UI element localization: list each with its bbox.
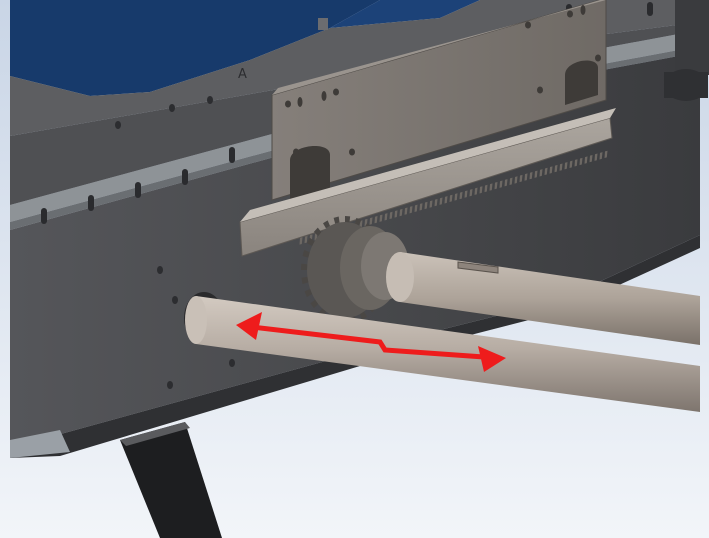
bracket-cutout-left bbox=[290, 145, 330, 200]
rack-tooth bbox=[594, 153, 598, 161]
rack-tooth bbox=[499, 180, 503, 188]
rack-tooth bbox=[489, 183, 493, 191]
rack-tooth bbox=[449, 194, 453, 203]
rack-tooth bbox=[384, 213, 388, 221]
motion-arrow bbox=[236, 312, 506, 372]
pinion-tooth bbox=[323, 220, 330, 229]
rack-tooth bbox=[299, 237, 303, 245]
bracket-cutout-right bbox=[565, 60, 598, 105]
rack-tooth bbox=[409, 206, 413, 214]
front-shaft-end bbox=[185, 296, 207, 344]
rack-tooth bbox=[484, 184, 488, 193]
rack-tooth bbox=[429, 200, 433, 208]
pinion-tooth bbox=[354, 217, 362, 226]
rack-tooth bbox=[584, 156, 588, 164]
rail-strip-shadow bbox=[10, 46, 700, 230]
rack-tooth bbox=[434, 198, 438, 207]
rack-tooth bbox=[604, 150, 608, 159]
rack-tooth bbox=[394, 210, 398, 218]
rack-tooth bbox=[444, 196, 448, 204]
rack-tooth bbox=[524, 173, 528, 181]
rack-tooth bbox=[414, 204, 418, 212]
frame-foot-flange bbox=[10, 430, 70, 458]
rack-tooth bbox=[549, 166, 553, 174]
top-small-block bbox=[318, 18, 328, 30]
frame-lower-edge bbox=[10, 235, 700, 458]
rack-tooth bbox=[544, 167, 548, 176]
gear-rack bbox=[239, 117, 613, 257]
motion-arrow-head-right bbox=[478, 346, 506, 372]
rack-tooth bbox=[554, 164, 558, 173]
cylinder-collar bbox=[664, 72, 708, 98]
shaft-key bbox=[457, 261, 499, 274]
rack-tooth bbox=[579, 157, 583, 166]
rack-tooth bbox=[399, 208, 403, 217]
rack-tooth bbox=[574, 159, 578, 167]
rack-tooth bbox=[304, 235, 308, 244]
rack-tooth bbox=[374, 216, 378, 224]
blue-panel-edge bbox=[330, 0, 480, 28]
rack-tooth bbox=[389, 211, 393, 220]
rack-tooth bbox=[564, 162, 568, 170]
rear-shaft bbox=[400, 252, 700, 345]
frame-holes bbox=[115, 96, 235, 389]
rear-shaft-end bbox=[386, 252, 414, 302]
pinion-tooth bbox=[306, 237, 315, 246]
support-leg bbox=[120, 422, 222, 538]
rack-tooth bbox=[419, 203, 423, 211]
blue-panel bbox=[10, 0, 380, 96]
pinion-tooth bbox=[301, 263, 308, 270]
frame-upper-band bbox=[10, 22, 700, 205]
rack-tooth bbox=[519, 174, 523, 183]
rack-tooth bbox=[589, 154, 593, 163]
rack-tooth bbox=[404, 207, 408, 215]
bracket-plate bbox=[271, 0, 607, 201]
pinion-tooth bbox=[313, 227, 322, 237]
pinion-tooth bbox=[360, 311, 367, 320]
rack-tooth bbox=[539, 169, 543, 177]
pinion-tooth bbox=[310, 299, 319, 309]
motion-arrow-shaft bbox=[251, 324, 499, 361]
pinion-tooth bbox=[304, 288, 313, 297]
rack-tooth bbox=[369, 217, 373, 225]
rack-tooth bbox=[474, 187, 478, 195]
rack-tooth bbox=[464, 190, 468, 198]
support-leg-top bbox=[120, 422, 190, 446]
rack-tooth bbox=[439, 197, 443, 205]
rack-tooth bbox=[534, 170, 538, 178]
rack-tooth bbox=[469, 189, 473, 197]
rack-tooth bbox=[494, 181, 498, 190]
motion-arrow-head-left bbox=[236, 312, 262, 340]
pinion-tooth bbox=[345, 216, 351, 223]
frame-letter: A bbox=[238, 67, 247, 82]
rack-tooth bbox=[454, 193, 458, 201]
rack-tooth bbox=[514, 176, 518, 184]
rack-tooth bbox=[424, 201, 428, 210]
rack-tooth bbox=[379, 214, 383, 222]
rack-tooth bbox=[504, 179, 508, 187]
rack-tooth bbox=[459, 191, 463, 200]
gear-rack-top bbox=[240, 108, 616, 222]
pinion-tooth bbox=[333, 216, 340, 224]
rack-tooth bbox=[479, 186, 483, 194]
rack-tooth bbox=[509, 177, 513, 185]
pinion-tooth bbox=[302, 249, 310, 258]
bracket-holes bbox=[285, 5, 601, 156]
rack-tooth bbox=[599, 152, 603, 160]
rack-tooth bbox=[569, 160, 573, 168]
rack-tooth bbox=[529, 172, 533, 180]
rack-tooth bbox=[559, 163, 563, 171]
pinion-tooth bbox=[301, 276, 309, 284]
vertical-cylinder bbox=[675, 0, 709, 75]
